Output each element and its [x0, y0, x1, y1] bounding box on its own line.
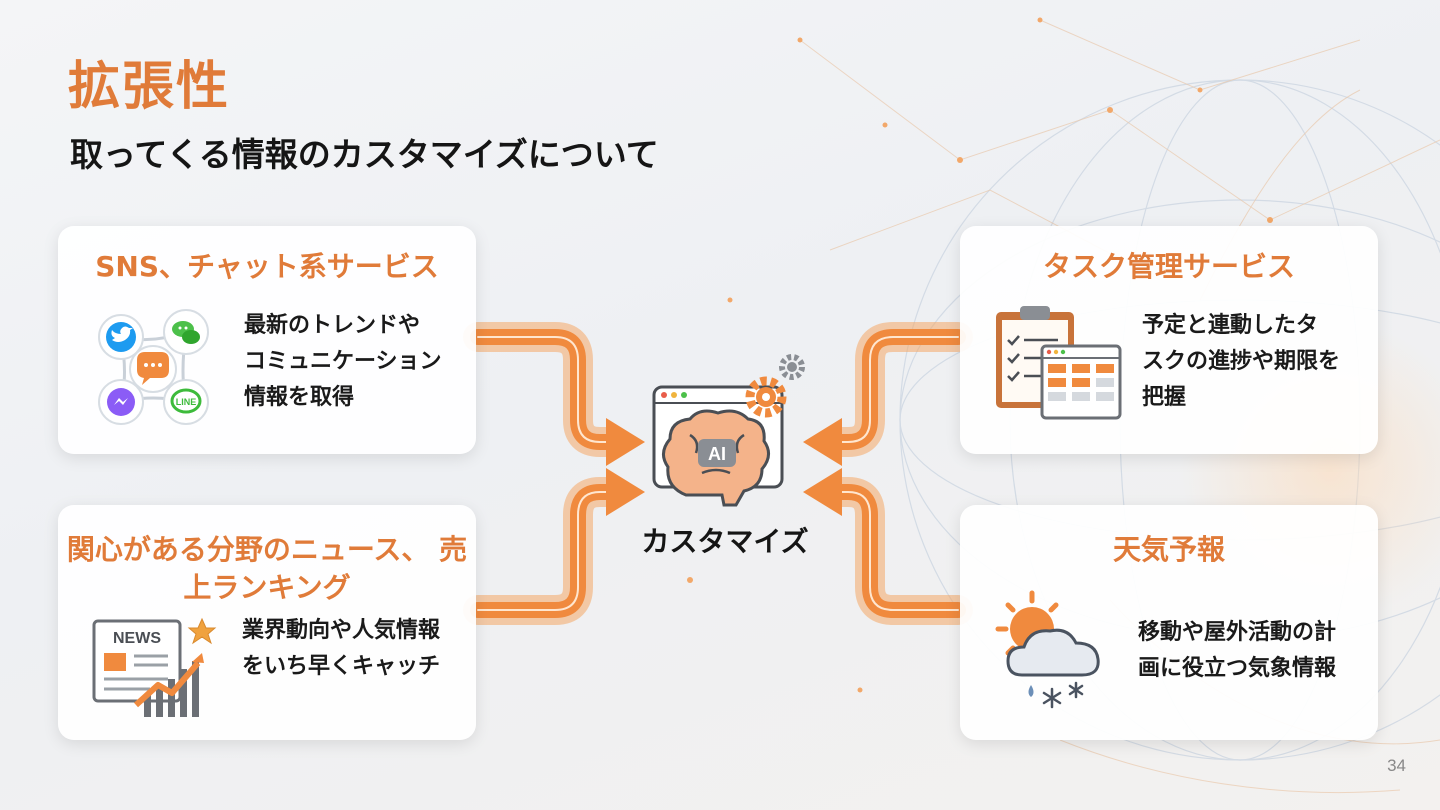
chat-bubble-icon	[130, 346, 176, 392]
customize-hub: AI カスタマイズ	[640, 345, 810, 565]
card-task-management: タスク管理サービス 予定と連動したタ スクの進捗や期限を 把握	[960, 226, 1378, 454]
svg-text:AI: AI	[708, 444, 726, 464]
weather-icon	[986, 589, 1116, 719]
card-description: 移動や屋外活動の計 画に役立つ気象情報	[1138, 615, 1336, 687]
card-sns-chat: SNS、チャット系サービス	[58, 226, 476, 454]
card-weather-forecast: 天気予報 移動や屋外活動の計 画に役立つ気象情報	[960, 505, 1378, 740]
news-ranking-icon: NEWS	[90, 613, 220, 723]
card-title: SNS、チャット系サービス	[58, 248, 476, 286]
hub-label: カスタマイズ	[640, 520, 810, 560]
page-number: 34	[1387, 756, 1406, 776]
arrow-task-to-hub	[803, 337, 958, 466]
card-description: 最新のトレンドや コミュニケーション 情報を取得	[244, 308, 442, 416]
arrow-weather-to-hub	[803, 468, 958, 610]
brain-icon: AI	[663, 411, 768, 505]
card-title: タスク管理サービス	[960, 248, 1378, 286]
arrow-news-to-hub	[478, 468, 645, 610]
card-title: 天気予報	[960, 531, 1378, 569]
clipboard-kanban-icon	[992, 302, 1127, 427]
card-description: 予定と連動したタ スクの進捗や期限を 把握	[1142, 308, 1340, 416]
ai-brain-icon: AI	[640, 345, 810, 520]
slide-title: 拡張性	[68, 44, 230, 119]
svg-text:NEWS: NEWS	[113, 630, 161, 647]
social-network-icon: LINE	[88, 304, 218, 434]
slide-subtitle: 取ってくる情報のカスタマイズについて	[70, 128, 659, 176]
line-icon: LINE	[164, 380, 208, 424]
card-title: 関心がある分野のニュース、 売上ランキング	[58, 531, 476, 607]
rain-snow-icon	[1029, 683, 1083, 707]
messenger-icon	[99, 380, 143, 424]
card-news-ranking: 関心がある分野のニュース、 売上ランキング NEWS 業界動向や人気情報 をいち…	[58, 505, 476, 740]
wechat-icon	[164, 310, 208, 354]
svg-text:LINE: LINE	[176, 397, 197, 407]
arrow-sns-to-hub	[478, 337, 645, 466]
card-description: 業界動向や人気情報 をいち早くキャッチ	[242, 613, 440, 685]
gear-icon	[782, 357, 802, 377]
